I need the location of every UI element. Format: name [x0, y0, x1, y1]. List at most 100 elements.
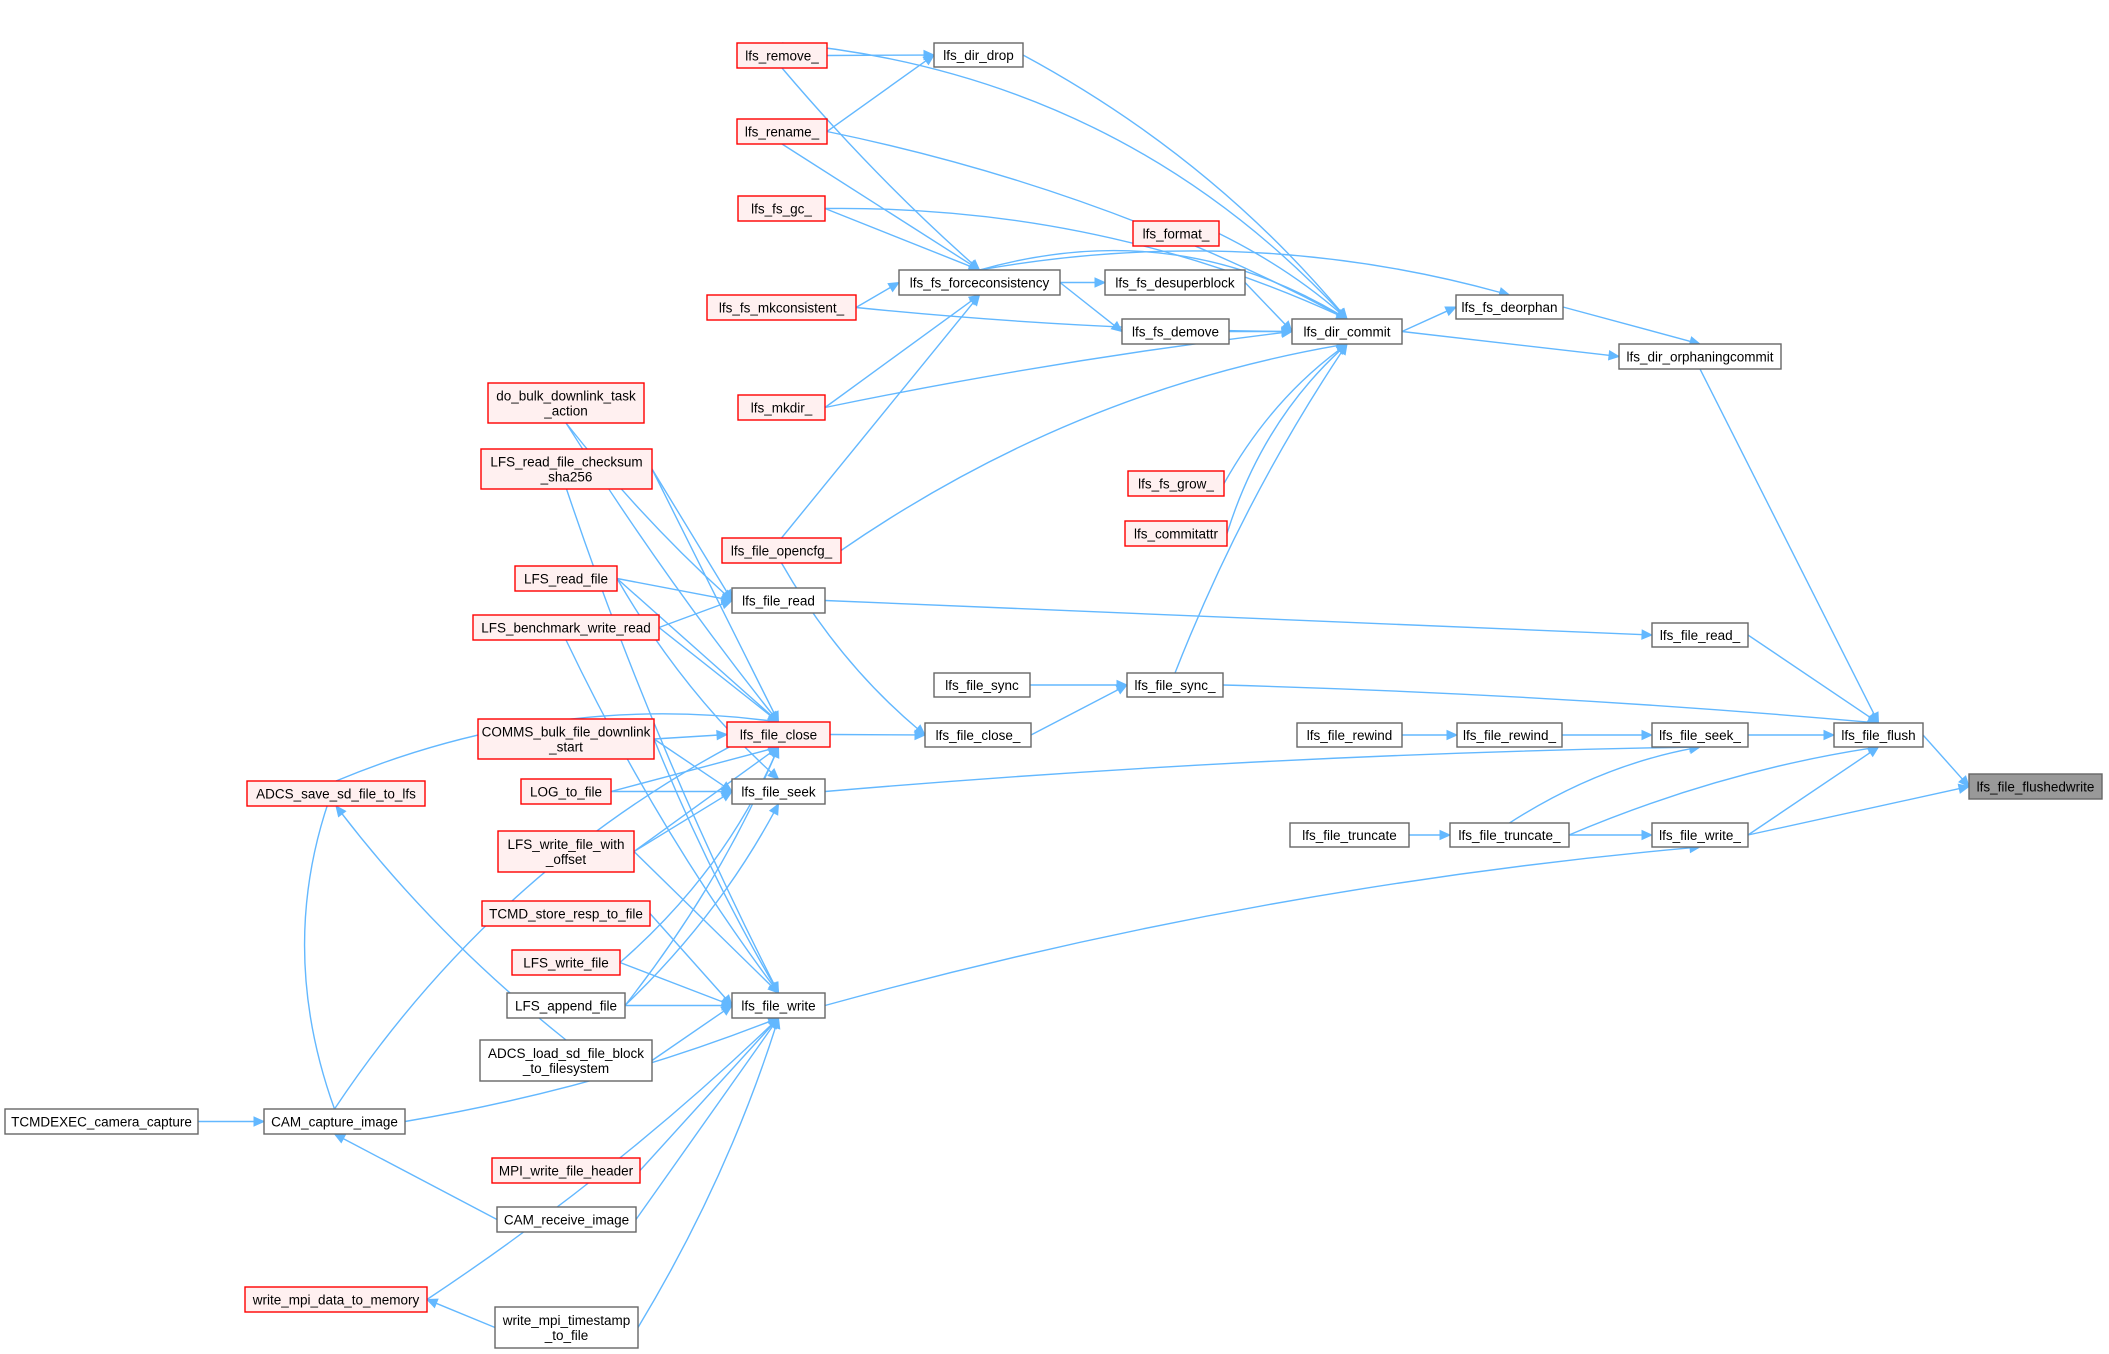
node-mpi_header[interactable]: MPI_write_file_header	[491, 1157, 641, 1184]
node-flushedwrite[interactable]: lfs_file_flushedwrite	[1968, 773, 2103, 800]
node-tcmd_store[interactable]: TCMD_store_resp_to_file	[481, 900, 651, 927]
edge-line	[341, 1137, 498, 1221]
edge-line	[824, 746, 1693, 793]
edge-arrowhead	[425, 1298, 439, 1309]
edge-arrowhead	[922, 54, 935, 66]
node-do_bulk[interactable]: do_bulk_downlink_task_action	[487, 382, 645, 424]
edge-line	[651, 468, 776, 716]
node-append[interactable]: LFS_append_file	[506, 992, 626, 1019]
node-bench[interactable]: LFS_benchmark_write_read	[472, 614, 660, 641]
node-rename_[interactable]: lfs_rename_	[736, 118, 828, 145]
node-tcmdexec_cam[interactable]: TCMDEXEC_camera_capture	[4, 1108, 199, 1135]
node-label: _offset	[545, 852, 587, 867]
node-log_to_file[interactable]: LOG_to_file	[520, 778, 612, 805]
node-label: lfs_fs_mkconsistent_	[719, 301, 845, 316]
edge-fs_deorphan-to-dir_orphaningcommit	[1562, 306, 1702, 347]
node-file_truncate[interactable]: lfs_file_truncate	[1289, 822, 1410, 848]
node-file_sync[interactable]: lfs_file_sync	[933, 672, 1031, 698]
edge-line	[826, 59, 928, 133]
node-box	[1968, 773, 2103, 800]
node-write_mpi_ts[interactable]: write_mpi_timestamp_to_file	[494, 1306, 639, 1349]
edge-file_read-to-file_read_	[824, 599, 1654, 640]
edge-remove_-to-dir_drop	[826, 49, 936, 61]
node-file_close[interactable]: lfs_file_close	[726, 721, 831, 748]
node-fs_gc_[interactable]: lfs_fs_gc_	[737, 195, 826, 222]
edge-line	[1509, 747, 1693, 824]
node-write_mpi_mem[interactable]: write_mpi_data_to_memory	[244, 1286, 428, 1313]
node-read_checksum[interactable]: LFS_read_file_checksum_sha256	[480, 448, 653, 490]
edge-line	[824, 599, 1645, 636]
node-file_read[interactable]: lfs_file_read	[731, 587, 826, 614]
node-dir_orphaningcommit[interactable]: lfs_dir_orphaningcommit	[1618, 343, 1782, 370]
node-label: TCMD_store_resp_to_file	[489, 907, 643, 922]
node-file_sync_[interactable]: lfs_file_sync_	[1126, 672, 1224, 698]
node-fs_mkconsistent_[interactable]: lfs_fs_mkconsistent_	[706, 294, 857, 321]
edge-arrowhead	[769, 745, 780, 759]
node-comms[interactable]: COMMS_bulk_file_downlink_start	[477, 718, 655, 760]
node-box	[246, 780, 426, 807]
node-file_seek_[interactable]: lfs_file_seek_	[1651, 722, 1749, 748]
node-box	[721, 537, 842, 564]
node-commitattr[interactable]: lfs_commitattr	[1124, 520, 1228, 547]
node-label: TCMDEXEC_camera_capture	[11, 1115, 192, 1130]
node-adcs_load[interactable]: ADCS_load_sd_file_block_to_filesystem	[479, 1039, 653, 1082]
node-fs_demove[interactable]: lfs_fs_demove	[1121, 318, 1230, 345]
node-box	[737, 195, 826, 222]
node-dir_commit[interactable]: lfs_dir_commit	[1291, 318, 1403, 345]
node-adcs_save[interactable]: ADCS_save_sd_file_to_lfs	[246, 780, 426, 807]
node-box	[731, 778, 826, 805]
node-label: lfs_file_read_	[1660, 628, 1741, 643]
node-file_rewind[interactable]: lfs_file_rewind	[1296, 722, 1403, 748]
node-mkdir_[interactable]: lfs_mkdir_	[737, 394, 826, 421]
node-fs_deorphan[interactable]: lfs_fs_deorphan	[1455, 294, 1564, 320]
edge-adcs_load-to-file_write	[651, 1004, 734, 1062]
node-file_truncate_[interactable]: lfs_file_truncate_	[1449, 822, 1570, 848]
node-box	[1126, 672, 1224, 698]
node-fs_desuperblock[interactable]: lfs_fs_desuperblock	[1104, 269, 1246, 296]
edge-line	[651, 468, 729, 595]
node-box	[244, 1286, 428, 1313]
edge-arrowhead	[1641, 729, 1654, 741]
edge-line	[824, 847, 1693, 1007]
node-box	[1132, 220, 1220, 247]
node-file_seek[interactable]: lfs_file_seek	[731, 778, 826, 805]
edge-arrowhead	[720, 599, 734, 610]
edge-file_flush-to-flushedwrite	[1922, 734, 1970, 788]
node-cam_capture[interactable]: CAM_capture_image	[263, 1108, 406, 1135]
edge-file_truncate-to-file_truncate_	[1408, 829, 1452, 841]
node-cam_receive[interactable]: CAM_receive_image	[496, 1206, 637, 1233]
node-box	[491, 1157, 641, 1184]
node-file_write_[interactable]: lfs_file_write_	[1651, 822, 1749, 848]
node-box	[1124, 520, 1228, 547]
edge-cam_receive-to-cam_capture	[333, 1133, 498, 1221]
node-file_read_[interactable]: lfs_file_read_	[1651, 622, 1749, 648]
edge-arrowhead	[913, 724, 926, 736]
node-label: lfs_fs_deorphan	[1461, 300, 1557, 315]
node-file_flush[interactable]: lfs_file_flush	[1833, 722, 1924, 748]
edge-line	[653, 734, 720, 740]
node-LFS_write_file[interactable]: LFS_write_file	[511, 949, 621, 976]
node-file_rewind_[interactable]: lfs_file_rewind_	[1456, 722, 1563, 748]
edge-file_seek-to-file_seek_	[824, 741, 1702, 793]
edge-arrowhead	[253, 1116, 266, 1127]
node-box	[1651, 822, 1749, 848]
node-dir_drop[interactable]: lfs_dir_drop	[933, 42, 1024, 68]
node-fs_forceconsistency[interactable]: lfs_fs_forceconsistency	[898, 269, 1061, 296]
node-fs_grow_[interactable]: lfs_fs_grow_	[1127, 470, 1225, 497]
edge-file_close_-to-file_sync_	[1030, 684, 1129, 736]
node-file_opencfg_[interactable]: lfs_file_opencfg_	[721, 537, 842, 564]
edge-LFS_read_file-to-file_read	[616, 577, 734, 604]
node-box	[933, 672, 1031, 698]
node-box	[706, 294, 857, 321]
edge-line	[649, 913, 728, 1000]
node-format_[interactable]: lfs_format_	[1132, 220, 1220, 247]
edge-line	[633, 795, 726, 853]
node-write_offset[interactable]: LFS_write_file_with_offset	[497, 830, 635, 873]
edge-file_write_-to-file_flush	[1747, 746, 1880, 836]
node-LFS_read_file[interactable]: LFS_read_file	[514, 565, 618, 592]
node-file_close_[interactable]: lfs_file_close_	[924, 722, 1032, 748]
node-label: lfs_dir_orphaningcommit	[1626, 350, 1773, 365]
node-file_write[interactable]: lfs_file_write	[731, 992, 826, 1019]
node-remove_[interactable]: lfs_remove_	[736, 42, 828, 69]
node-label: _start	[548, 740, 583, 755]
